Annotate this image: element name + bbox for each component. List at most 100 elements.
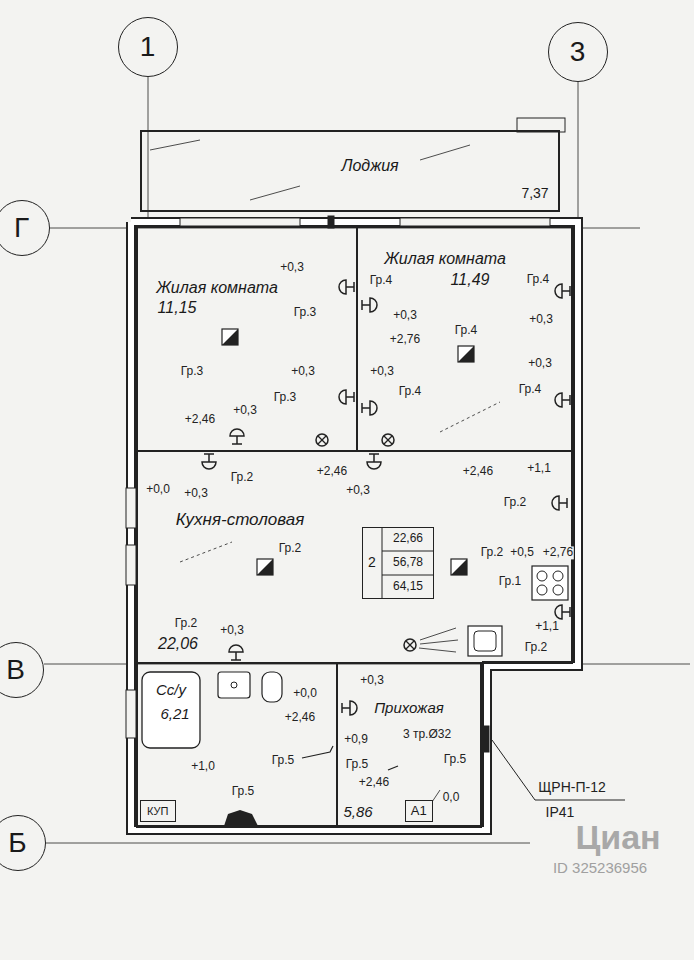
plan-annotation: +0,9: [343, 733, 369, 746]
socket-arc: [370, 401, 377, 415]
loggia-outline: Лоджия 7,37: [140, 130, 560, 212]
socket-arc: [555, 284, 562, 298]
socket-symbol: [362, 401, 377, 415]
plan-annotation: +0,5: [509, 546, 535, 559]
plan-annotation: +0,3: [527, 357, 553, 370]
room-name: Лоджия: [341, 157, 398, 175]
protection-rating: IP41: [545, 805, 576, 820]
axis-line: [148, 77, 149, 222]
watermark: Циан: [574, 819, 661, 856]
plan-annotation: +0,3: [392, 309, 418, 322]
wash-basin: [218, 672, 250, 698]
axis-name: Б: [8, 827, 26, 858]
axis-name: 3: [570, 36, 586, 67]
heater: [224, 810, 258, 826]
socket-arc: [555, 393, 562, 407]
plan-annotation: +0,3: [183, 487, 209, 500]
stove-burner: [553, 571, 563, 581]
wall-lamp-cross: [318, 436, 326, 444]
socket-arc: [370, 298, 377, 312]
wall-lamp-cross: [318, 436, 326, 444]
window: [126, 690, 136, 738]
outer-wall: [131, 222, 578, 830]
axis-marker: 3: [548, 22, 608, 82]
loggia-hatch: [420, 145, 470, 160]
window: [126, 488, 136, 528]
ceiling-light-fill: [451, 559, 467, 575]
window: [400, 218, 550, 226]
socket-arc: [339, 390, 346, 404]
plan-annotation: +2,46: [358, 776, 390, 789]
loggia-hatch: [250, 186, 300, 200]
plan-annotation: Гр.4: [454, 324, 479, 337]
plan-annotation: Гр.3: [180, 365, 205, 378]
plan-annotation: +0,0: [145, 483, 171, 496]
ceiling-light-box: [458, 346, 474, 362]
panel-name: ЩРН-П-12: [537, 780, 607, 795]
plan-annotation: +0,3: [369, 365, 395, 378]
room-name: Сс/у: [156, 682, 186, 699]
lamp-ray: [420, 628, 456, 640]
socket-stem: [346, 282, 354, 292]
plan-annotation: +2,46: [284, 711, 316, 724]
panel-leader: [492, 740, 625, 800]
socket-symbol: [555, 393, 570, 407]
plan-annotation: Гр.5: [231, 785, 256, 798]
stove-burner: [537, 571, 547, 581]
socket-symbol: [367, 454, 381, 469]
watermark-id: ID 325236956: [552, 860, 648, 877]
window: [126, 545, 136, 585]
plan-annotation: Гр.5: [345, 758, 370, 771]
room-area: 5,86: [343, 804, 372, 821]
socket-symbol: [230, 429, 244, 444]
plan-annotation: +2,46: [462, 465, 494, 478]
plan-annotation: Гр.3: [273, 391, 298, 404]
socket-stem: [231, 652, 241, 660]
area-table: 222,6656,7864,15: [362, 527, 434, 599]
stove: [532, 566, 568, 600]
wall-lamp: [404, 639, 416, 651]
plan-annotation: Гр.2: [174, 617, 199, 630]
plan-annotation: +0,3: [219, 624, 245, 637]
ceiling-light-fill: [257, 559, 273, 575]
socket-arc: [367, 462, 381, 469]
socket-symbol: [552, 496, 567, 510]
socket-arc: [555, 605, 562, 619]
wall-lamp-cross: [406, 641, 414, 649]
equipment-name: А1: [411, 804, 427, 818]
plan-annotation: +2,76: [389, 333, 421, 346]
socket-stem: [232, 436, 242, 444]
ceiling-light-box: [451, 559, 467, 575]
socket-stem: [562, 395, 570, 405]
stove-burner: [553, 585, 563, 595]
plan-annotation: Гр.4: [518, 383, 543, 396]
lamp-ray: [419, 648, 456, 652]
toilet: [262, 672, 282, 702]
table-rule: [382, 527, 383, 599]
kitchen-sink-bowl: [474, 631, 496, 651]
switch-symbol: [388, 766, 398, 770]
room-area: 7,37: [521, 186, 548, 201]
axis-name: 1: [140, 31, 156, 62]
room-name: Прихожая: [374, 700, 444, 717]
socket-stem: [362, 300, 370, 310]
axis-line: [46, 843, 530, 844]
socket-arc: [229, 645, 243, 652]
room-area: 11,49: [451, 271, 490, 289]
basin-drain: [231, 682, 237, 688]
socket-arc: [230, 429, 244, 436]
table-rule: [382, 551, 434, 552]
plan-annotation: Гр.2: [278, 542, 303, 555]
socket-stem: [562, 607, 570, 617]
stove-burner: [537, 585, 547, 595]
axis-name: В: [6, 654, 25, 685]
socket-symbol: [555, 284, 570, 298]
room-area: 6,21: [160, 706, 189, 723]
ceiling-light-box: [222, 329, 238, 345]
room-name: Кухня-столовая: [176, 511, 305, 530]
plan-annotation: Гр.4: [369, 274, 394, 287]
room-area: 22,06: [158, 635, 198, 653]
plan-annotation: Гр.4: [398, 385, 423, 398]
plan-annotation: Гр.2: [230, 471, 255, 484]
plan-annotation: Гр.3: [293, 306, 318, 319]
